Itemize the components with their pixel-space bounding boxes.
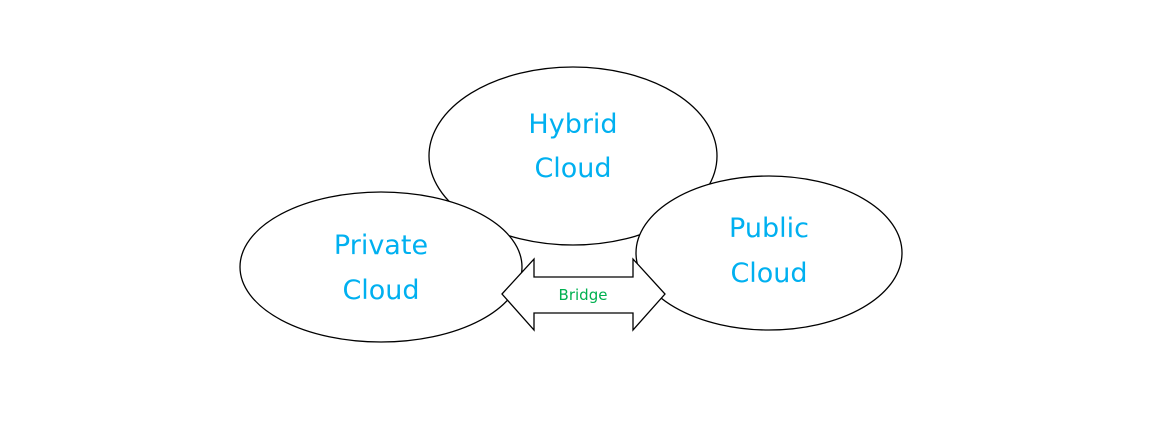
bridge-label: Bridge [559,286,608,304]
bridge-connector: Bridge [501,257,666,332]
private-cloud-ellipse [239,191,523,343]
hybrid-cloud-label-line2: Cloud [534,153,611,184]
public-cloud-label-line1: Public [729,213,809,244]
hybrid-cloud-node: Hybrid Cloud [428,66,718,246]
private-cloud-node: Private Cloud [239,191,523,343]
public-cloud-ellipse [635,175,903,331]
private-cloud-label-line1: Private [334,230,428,261]
hybrid-cloud-label-line1: Hybrid [528,109,617,140]
private-cloud-label-line2: Cloud [342,275,419,306]
hybrid-cloud-ellipse [428,66,718,246]
bridge-double-arrow [501,257,666,332]
public-cloud-node: Public Cloud [635,175,903,331]
public-cloud-label-line2: Cloud [730,258,807,289]
